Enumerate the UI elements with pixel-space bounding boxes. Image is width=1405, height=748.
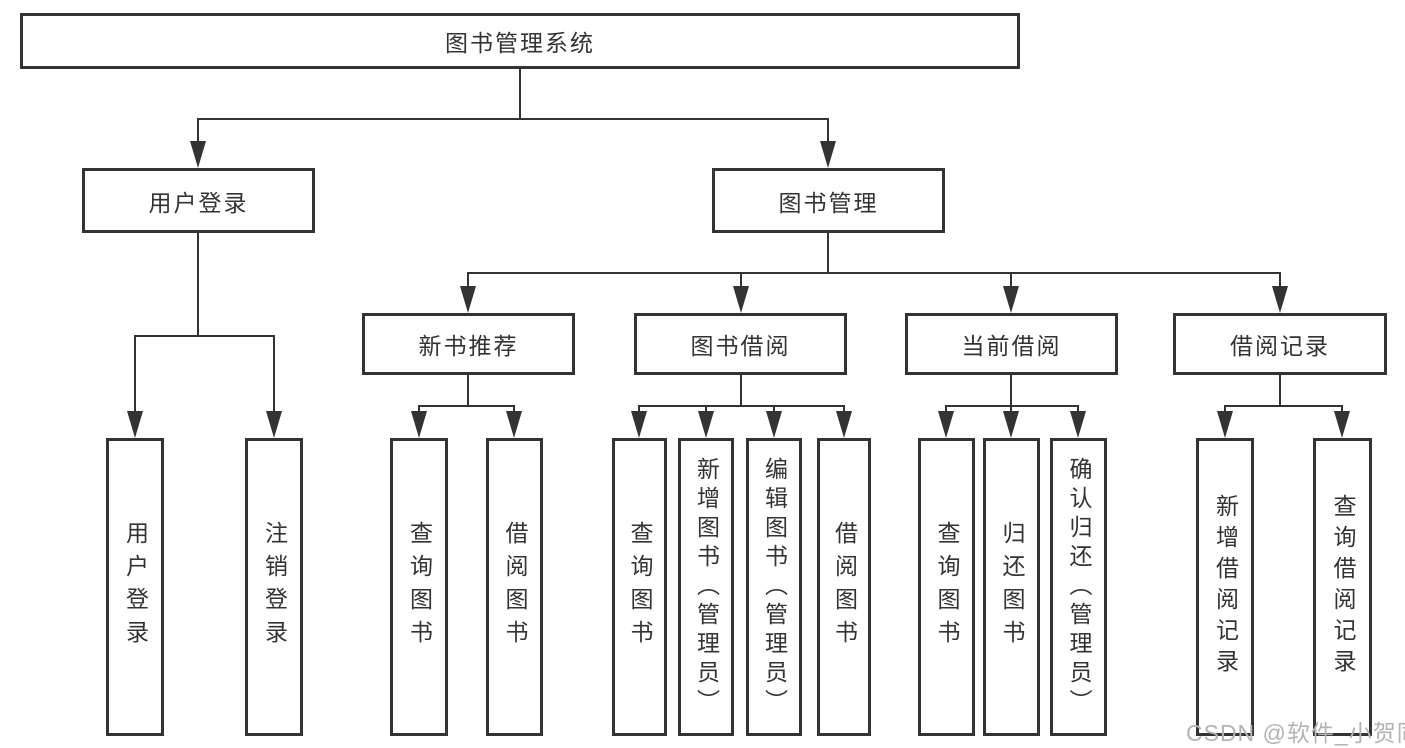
arrow-down-icon [820, 141, 836, 168]
connector-stem [827, 118, 829, 146]
leaf-user-login: 用户登录 [106, 438, 164, 736]
arrow-down-icon [1003, 286, 1019, 313]
leaf-label: 查询图书 [406, 521, 433, 653]
arrow-down-icon [1334, 411, 1350, 438]
leaf-borrow-books: 借阅图书 [817, 438, 871, 736]
arrow-down-icon [836, 411, 852, 438]
leaf-label: 注销登录 [261, 521, 288, 653]
connector-stem [843, 405, 845, 415]
arrow-down-icon [1070, 411, 1086, 438]
leaf-confirm-return-admin: 确认归还（管理员） [1050, 438, 1107, 736]
connector-stem [1010, 375, 1012, 406]
connector-group-rail [1224, 405, 1343, 407]
leaf-edit-books-admin: 编辑图书（管理员） [746, 438, 802, 736]
connector-stem [467, 375, 469, 406]
leaf-query-books-current: 查询图书 [918, 438, 975, 736]
arrow-down-icon [698, 411, 714, 438]
connector-stem [467, 272, 469, 290]
connector-stem [740, 375, 742, 406]
leaf-label: 借阅图书 [831, 521, 858, 653]
connector-group-rail [945, 405, 1079, 407]
connector-userlogin-stem [197, 233, 199, 337]
node-current-borrow: 当前借阅 [905, 313, 1118, 375]
arrow-down-icon [766, 411, 782, 438]
node-user-login: 用户登录 [82, 168, 315, 233]
arrow-down-icon [1272, 286, 1288, 313]
connector-stem [1077, 405, 1079, 415]
arrow-down-icon [460, 286, 476, 313]
leaf-return-books: 归还图书 [983, 438, 1040, 736]
leaf-query-books-recommend: 查询图书 [390, 438, 448, 736]
leaf-add-books-admin: 新增图书（管理员） [678, 438, 734, 736]
leaf-label: 新增图书（管理员） [693, 456, 720, 718]
arrow-down-icon [190, 141, 206, 168]
leaf-label: 查询图书 [627, 521, 653, 653]
connector-stem [1279, 375, 1281, 406]
arrow-down-icon [938, 411, 954, 438]
leaf-label: 归还图书 [999, 521, 1025, 653]
connector-stem [418, 405, 420, 415]
arrow-down-icon [1003, 411, 1019, 438]
connector-root-stem [519, 69, 521, 119]
connector-level3-rail [467, 272, 1281, 274]
connector-stem [1010, 272, 1012, 290]
leaf-logout: 注销登录 [245, 438, 303, 736]
node-borrow-records: 借阅记录 [1173, 313, 1387, 375]
arrow-down-icon [1217, 411, 1233, 438]
arrow-down-icon [127, 411, 143, 438]
leaf-label: 新增借阅记录 [1212, 494, 1239, 680]
node-root-system: 图书管理系统 [20, 13, 1020, 69]
connector-group-rail [638, 405, 845, 407]
leaf-query-books-borrow: 查询图书 [612, 438, 667, 736]
arrow-down-icon [411, 411, 427, 438]
connector-stem [705, 405, 707, 415]
arrow-down-icon [506, 411, 522, 438]
connector-stem [273, 335, 275, 415]
connector-stem [1341, 405, 1343, 415]
connector-group-rail [418, 405, 515, 407]
leaf-label: 查询借阅记录 [1330, 494, 1356, 680]
arrow-down-icon [631, 411, 647, 438]
connector-stem [134, 335, 136, 415]
node-book-management: 图书管理 [712, 168, 945, 233]
connector-stem [1010, 405, 1012, 415]
leaf-label: 查询图书 [934, 521, 960, 653]
connector-level2-rail [197, 118, 829, 120]
leaf-query-borrow-record: 查询借阅记录 [1313, 438, 1372, 736]
connector-stem [513, 405, 515, 415]
connector-stem [197, 118, 199, 146]
leaf-label: 编辑图书（管理员） [761, 456, 788, 718]
leaf-borrow-books-recommend: 借阅图书 [486, 438, 543, 736]
csdn-watermark: CSDN @软件_小贺同学 [1186, 720, 1405, 746]
leaf-label: 确认归还（管理员） [1066, 456, 1092, 718]
arrow-down-icon [733, 286, 749, 313]
connector-stem [945, 405, 947, 415]
connector-stem [740, 272, 742, 290]
node-new-book-recommend: 新书推荐 [362, 313, 575, 375]
connector-group-rail [134, 335, 275, 337]
connector-bookmgmt-stem [827, 233, 829, 274]
connector-stem [773, 405, 775, 415]
connector-stem [1224, 405, 1226, 415]
leaf-label: 用户登录 [122, 521, 149, 653]
node-book-borrow: 图书借阅 [634, 313, 847, 375]
connector-stem [1279, 272, 1281, 290]
leaf-add-borrow-record: 新增借阅记录 [1196, 438, 1254, 736]
connector-stem [638, 405, 640, 415]
leaf-label: 借阅图书 [502, 521, 528, 653]
arrow-down-icon [266, 411, 282, 438]
